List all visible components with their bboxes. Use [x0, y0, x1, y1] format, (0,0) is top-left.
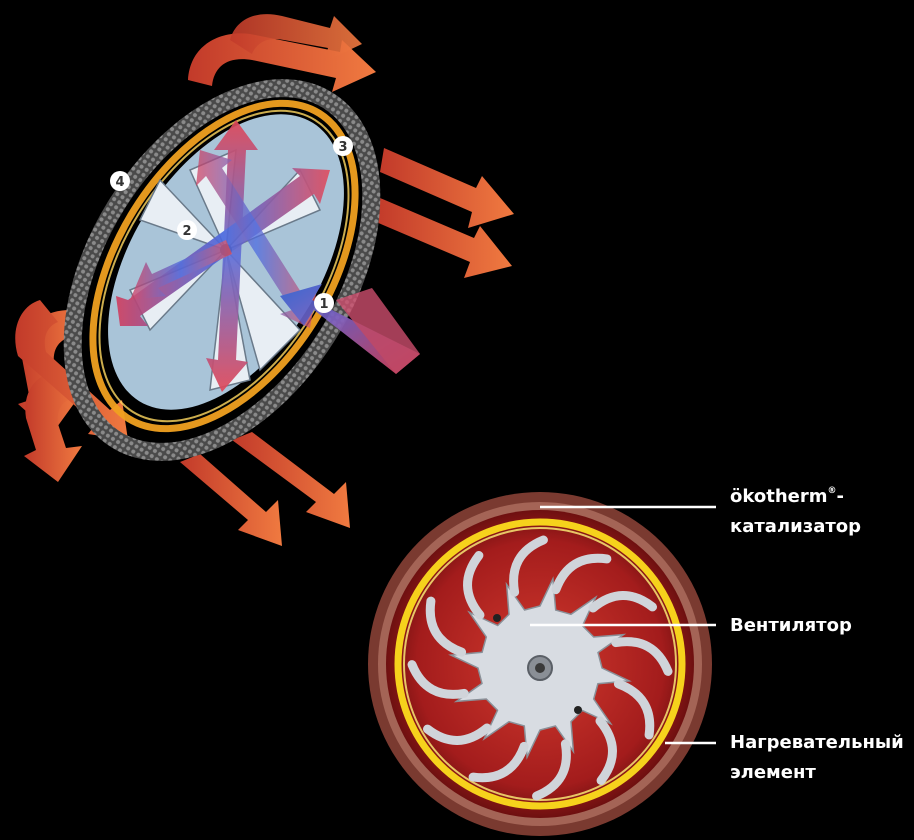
label-fan: Вентилятор	[730, 611, 852, 641]
label-catalyst: ökotherm®- катализатор	[730, 476, 861, 542]
label-heater: Нагревательный элемент	[730, 728, 904, 788]
fan-cross-section	[368, 492, 712, 836]
marker-2: 2	[177, 220, 197, 240]
marker-4: 4	[110, 171, 130, 191]
label-catalyst-brand: ökotherm	[730, 486, 827, 507]
svg-text:1: 1	[319, 297, 328, 312]
svg-text:4: 4	[115, 175, 124, 190]
label-heater-line2: элемент	[730, 758, 904, 788]
marker-3: 3	[333, 136, 353, 156]
heat-arrow-bottom-1	[180, 454, 282, 546]
svg-text:3: 3	[338, 140, 347, 155]
marker-1: 1	[314, 293, 334, 313]
exploded-illustration: 1 2 3 4	[11, 14, 514, 546]
label-heater-line1: Нагревательный	[730, 728, 904, 758]
label-catalyst-word: катализатор	[730, 512, 861, 542]
svg-text:2: 2	[182, 224, 191, 239]
label-catalyst-dash: -	[836, 486, 843, 507]
